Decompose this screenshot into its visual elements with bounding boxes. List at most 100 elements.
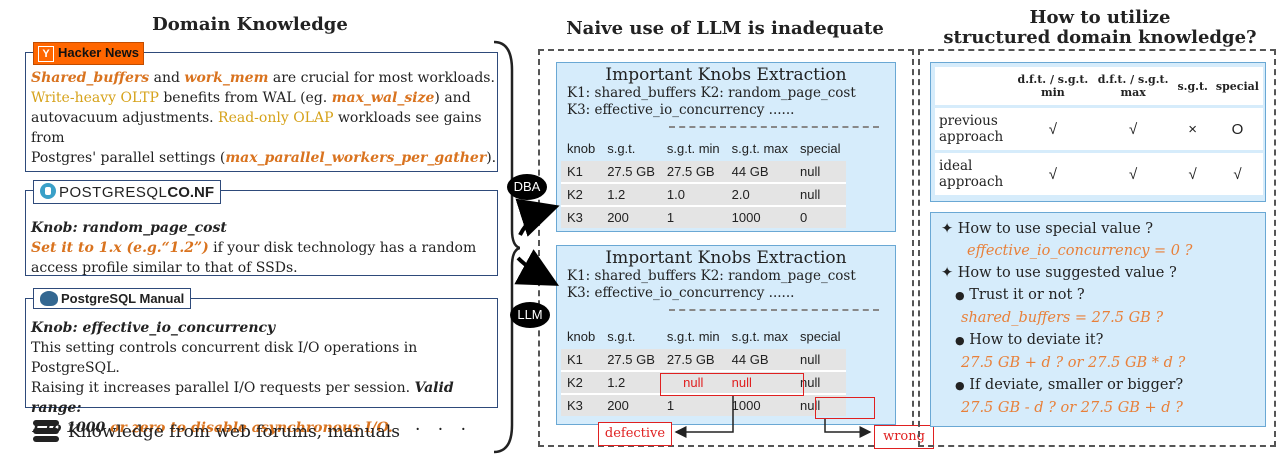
llm-extraction-panel: Important Knobs Extraction K1: shared_bu… (556, 245, 896, 425)
llm-separator (669, 309, 879, 311)
bullet-icon: ● (955, 334, 965, 347)
q-special-value: ✦ How to use special value ? (941, 221, 1154, 237)
comparison-row: previous approach√√×O (935, 105, 1263, 152)
questions-list: ✦ How to use special value ? effective_i… (941, 218, 1192, 419)
dba-cell: 0 (794, 205, 847, 228)
dba-header-cell: s.g.t. max (731, 140, 789, 156)
llm-cell: 1.2 (601, 370, 661, 394)
llm-badge: LLM (510, 302, 550, 328)
elephant-icon (40, 291, 58, 306)
comparison-header-cell: s.g.t. (1173, 67, 1212, 107)
bullet-icon: ● (955, 289, 965, 302)
llm-cell: K3 (561, 393, 602, 416)
llm-header-cell: knob (567, 328, 596, 344)
comparison-row: ideal approach√√√√ (935, 150, 1263, 195)
dba-panel-title: Important Knobs Extraction (605, 65, 847, 85)
left-brace (493, 40, 520, 454)
star-icon: ✦ (941, 265, 954, 281)
knowledge-footer-text: Knowledge from web forums, manuals (68, 422, 400, 442)
dba-cell: 27.5 GB (666, 164, 715, 179)
postgresql-manual-label: PostgreSQL Manual (33, 288, 192, 309)
comparison-cell: √ (1013, 105, 1093, 152)
q-deviate-example: 27.5 GB + d ? or 27.5 GB * d ? (961, 355, 1186, 371)
star-icon: ✦ (941, 221, 954, 237)
domain-knowledge-title: Domain Knowledge (152, 14, 348, 35)
dba-header-cell: knob (567, 140, 596, 156)
comparison-header-cell: d.f.t. / s.g.t. min (1013, 67, 1093, 107)
middle-dashed-frame (538, 49, 914, 447)
dba-cell: null (800, 164, 821, 179)
postgresql-conf-card: Knob: random_page_cost Set it to 1.x (e.… (25, 190, 498, 276)
q-direction-example: 27.5 GB - d ? or 27.5 GB + d ? (961, 400, 1183, 416)
llm-cell: K1 (567, 352, 583, 367)
postgresql-manual-text: Knob: effective_io_concurrency This sett… (31, 320, 454, 436)
comparison-cell: × (1173, 105, 1212, 152)
postgresql-conf-label: POSTGRESQLCO.NF (33, 180, 222, 204)
llm-cell: 27.5 GB (607, 352, 655, 367)
defective-highlight (660, 373, 804, 396)
llm-cell: null (800, 352, 821, 367)
books-icon (33, 420, 59, 444)
q-direction: ● If deviate, smaller or bigger? (955, 377, 1184, 393)
llm-cell: 27.5 GB (666, 352, 715, 367)
q-trust: ● Trust it or not ? (955, 287, 1085, 303)
llm-panel-title: Important Knobs Extraction (605, 248, 847, 268)
comparison-header-cell: d.f.t. / s.g.t. max (1092, 67, 1174, 107)
dba-cell: 1000 (725, 205, 795, 228)
dba-cell: null (794, 182, 847, 206)
dba-badge: DBA (507, 174, 547, 200)
dba-header-cell: s.g.t. min (666, 140, 720, 156)
dba-header-cell: special (800, 140, 841, 156)
dba-extraction-panel: Important Knobs Extraction K1: shared_bu… (556, 62, 896, 232)
postgresql-conf-text: Knob: random_page_cost Set it to 1.x (e.… (31, 220, 477, 276)
dba-cell: K3 (561, 205, 602, 228)
defective-label: defective (598, 422, 672, 446)
wrong-highlight (815, 397, 875, 419)
knowledge-footer-dots: · · · (415, 420, 473, 440)
dba-separator (669, 126, 879, 128)
dba-header-cell: s.g.t. (607, 140, 636, 156)
comparison-cell: O (1211, 105, 1263, 152)
hacker-news-y-icon: Y (38, 46, 54, 62)
right-dashed-frame (918, 49, 1276, 447)
q-trust-example: shared_buffers = 27.5 GB ? (961, 310, 1164, 326)
dba-cell: 1 (660, 205, 726, 228)
comparison-cell: √ (1013, 150, 1093, 195)
comparison-cell: previous approach (935, 105, 1013, 152)
llm-cell: 44 GB (731, 352, 769, 367)
hacker-news-card: Shared_buffers and work_mem are crucial … (25, 52, 498, 172)
q-special-example: effective_io_concurrency = 0 ? (967, 243, 1193, 259)
wrong-label: wrong (874, 425, 934, 449)
postgresql-gear-icon (40, 183, 56, 199)
postgresql-manual-card: Knob: effective_io_concurrency This sett… (25, 298, 498, 436)
dba-cell: 44 GB (731, 164, 769, 179)
comparison-cell: √ (1092, 150, 1174, 195)
comparison-header-cell (935, 67, 1013, 107)
questions-panel: ✦ How to use special value ? effective_i… (930, 212, 1266, 427)
llm-header-cell: s.g.t. min (666, 328, 720, 344)
llm-cell: K2 (561, 370, 602, 394)
dba-cell: K1 (567, 164, 583, 179)
comparison-cell: ideal approach (935, 150, 1013, 195)
comparison-cell: √ (1092, 105, 1174, 152)
dba-knob-list: K1: shared_buffers K2: random_page_cost … (567, 85, 856, 118)
llm-cell: null (794, 370, 847, 394)
right-title: How to utilize structured domain knowled… (943, 7, 1257, 48)
dba-cell: 2.0 (725, 182, 795, 206)
llm-cell: null (725, 370, 795, 394)
comparison-cell: √ (1211, 150, 1263, 195)
dba-cell: K2 (561, 182, 602, 206)
comparison-cell: √ (1173, 150, 1212, 195)
bullet-icon: ● (955, 379, 965, 392)
llm-header-cell: s.g.t. (607, 328, 636, 344)
